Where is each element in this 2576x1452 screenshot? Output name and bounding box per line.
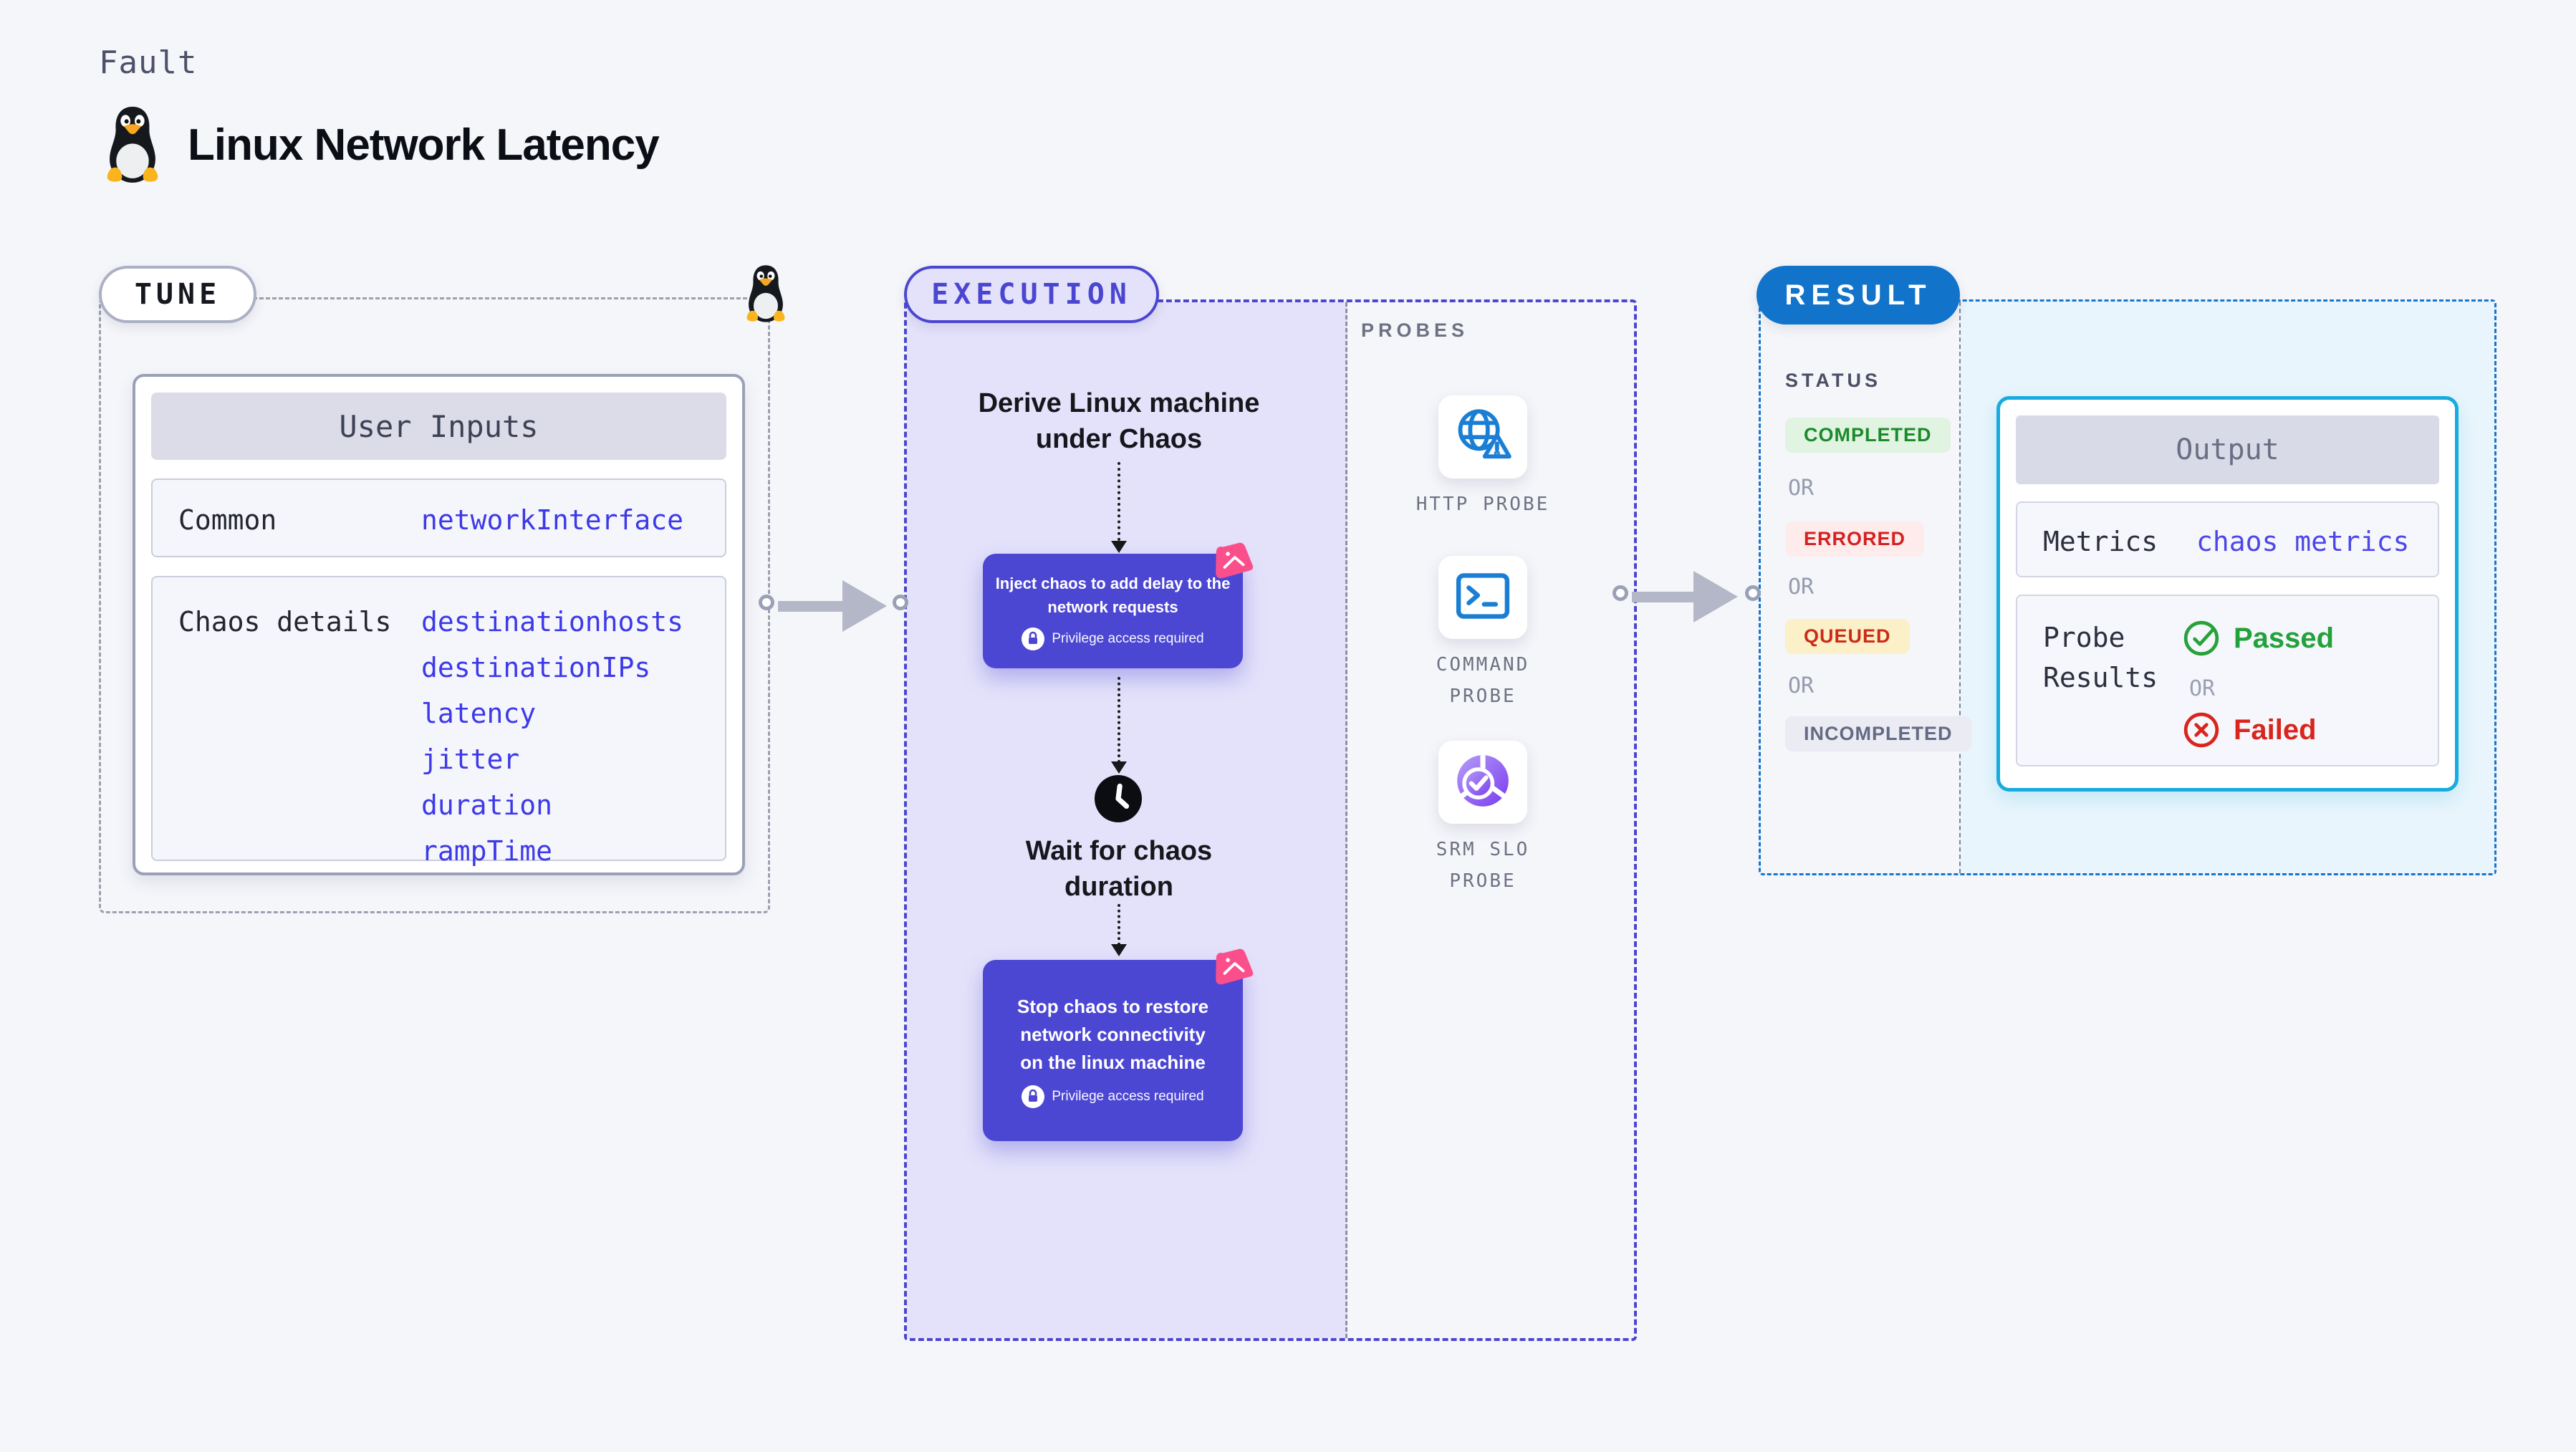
- table-row-common: Common networkInterface: [151, 479, 726, 557]
- probe-label-srm-slo: SRM SLO PROBE: [1436, 839, 1530, 892]
- flow-connector: [1118, 462, 1120, 541]
- failed-label: Failed: [2234, 713, 2317, 746]
- metrics-row: Metrics chaos metrics: [2016, 501, 2439, 577]
- probe-results-label: Probe Results: [2043, 622, 2158, 693]
- result-pill: RESULT: [1756, 266, 1960, 324]
- flow-connector-head: [1111, 541, 1127, 553]
- slo-donut-icon: [1452, 750, 1514, 815]
- status-heading: STATUS: [1785, 370, 1881, 391]
- fault-eyebrow: Fault: [99, 44, 198, 81]
- page-header: Linux Network Latency: [99, 105, 660, 185]
- status-badge-incompleted: INCOMPLETED: [1785, 716, 1971, 751]
- connector-port: [893, 595, 908, 610]
- probe-card-http[interactable]: [1438, 395, 1527, 479]
- metrics-label: Metrics: [2043, 526, 2158, 557]
- or-separator: OR: [1788, 476, 1815, 501]
- connector-arrow-2: [1632, 592, 1695, 602]
- execution-section: [904, 299, 1637, 1341]
- flow-connector-head: [1111, 761, 1127, 774]
- execution-pill: EXECUTION: [904, 266, 1159, 323]
- connector-arrow-1-head: [842, 580, 887, 632]
- lock-icon: [1022, 628, 1045, 650]
- tune-pill: TUNE: [99, 266, 256, 323]
- table-row-chaos-details: Chaos details destinationhosts destinati…: [151, 576, 726, 867]
- linux-tux-icon: [99, 105, 166, 185]
- or-separator: OR: [1788, 673, 1815, 698]
- privilege-note: Privilege access required: [1052, 1089, 1204, 1104]
- probe-label-command: COMMAND PROBE: [1436, 654, 1530, 707]
- page-title: Linux Network Latency: [188, 120, 660, 170]
- connector-arrow-2-head: [1693, 571, 1738, 622]
- or-separator: OR: [1788, 574, 1815, 600]
- flow-connector: [1118, 677, 1120, 763]
- lock-icon: [1022, 1085, 1045, 1108]
- chaos-value: duration: [421, 789, 553, 821]
- row-label: Common: [178, 504, 277, 536]
- probe-results-row: Probe Results Passed OR Failed: [2016, 595, 2439, 766]
- step-label: Inject chaos to add delay to the network…: [995, 574, 1231, 616]
- step-derive-machine[interactable]: Derive Linux machine under Chaos: [978, 388, 1260, 454]
- connector-port: [759, 595, 774, 610]
- output-title: Output: [2016, 415, 2439, 484]
- chaos-value: jitter: [421, 744, 520, 775]
- probe-card-srm-slo[interactable]: [1438, 741, 1527, 824]
- connector-arrow-1: [778, 601, 844, 612]
- step-inject-chaos[interactable]: Inject chaos to add delay to the network…: [983, 542, 1254, 668]
- output-card: Output Metrics chaos metrics Probe Resul…: [1996, 396, 2459, 792]
- tux-icon-small: [741, 264, 790, 324]
- clock-icon: [1095, 775, 1142, 822]
- flow-connector: [1118, 904, 1120, 946]
- connector-port: [1613, 585, 1628, 601]
- chaos-value: destinationhosts: [421, 606, 684, 638]
- or-separator: OR: [2189, 676, 2216, 701]
- step-label: Stop chaos to restore network connectivi…: [1017, 996, 1209, 1073]
- probe-card-command[interactable]: [1438, 556, 1527, 639]
- probes-heading: PROBES: [1361, 319, 1469, 341]
- probe-label-http: HTTP PROBE: [1416, 494, 1550, 515]
- status-badge-queued: QUEUED: [1785, 619, 1910, 654]
- check-circle-icon: [2182, 619, 2221, 658]
- step-stop-chaos[interactable]: Stop chaos to restore network connectivi…: [983, 948, 1254, 1141]
- privilege-note: Privilege access required: [1052, 631, 1204, 646]
- user-inputs-title: User Inputs: [151, 393, 726, 460]
- chaos-value: latency: [421, 698, 537, 729]
- chaos-value: destinationIPs: [421, 652, 651, 683]
- metrics-value: chaos metrics: [2196, 526, 2410, 557]
- chaos-experiment-icon: [1211, 539, 1256, 583]
- row-label: Chaos details: [178, 606, 392, 638]
- chaos-experiment-icon: [1211, 945, 1256, 989]
- row-value: networkInterface: [421, 504, 684, 536]
- status-badge-errored: ERRORED: [1785, 521, 1925, 557]
- globe-alert-icon: [1451, 405, 1515, 468]
- x-circle-icon: [2182, 711, 2221, 749]
- chaos-value: rampTime: [421, 835, 553, 867]
- connector-port: [1745, 585, 1761, 601]
- step-wait-duration[interactable]: Wait for chaos duration: [1025, 836, 1213, 902]
- flow-connector-head: [1111, 944, 1127, 956]
- terminal-icon: [1453, 570, 1512, 625]
- user-inputs-card: User Inputs Common networkInterface Chao…: [133, 374, 745, 875]
- status-badge-completed: COMPLETED: [1785, 418, 1951, 453]
- passed-label: Passed: [2234, 622, 2335, 654]
